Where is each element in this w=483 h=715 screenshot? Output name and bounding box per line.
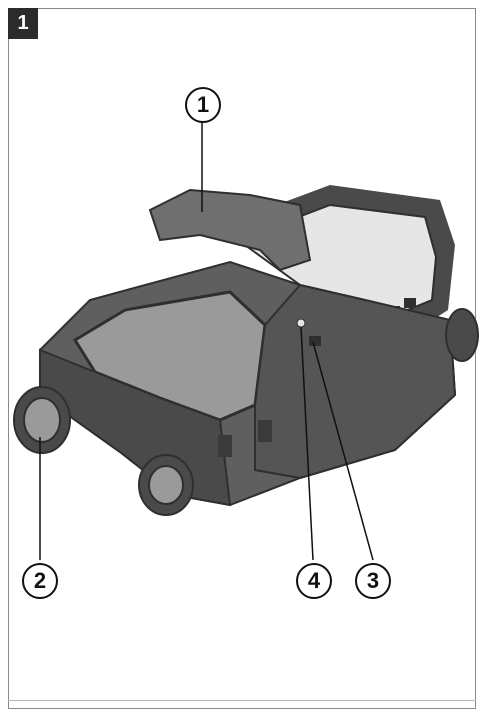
callout-2: 2 [22,563,58,599]
button-icon [404,298,416,308]
callout-4: 4 [296,563,332,599]
figure-frame [8,8,476,709]
figure-number-tab: 1 [8,8,38,39]
wheel-hub [148,465,184,505]
handle-top [148,188,312,272]
wheel-hub [23,397,61,443]
port-icon [258,420,272,442]
onoff-button-icon [309,336,321,346]
led-indicator-icon [296,318,306,328]
leader-line-3 [312,341,374,561]
port-icon [218,435,232,457]
bottom-rule [8,700,476,701]
leader-line-4 [300,326,314,561]
callout-1: 1 [185,87,221,123]
wheel-right-icon [445,308,479,362]
side-panel [254,283,457,480]
callout-3: 3 [355,563,391,599]
